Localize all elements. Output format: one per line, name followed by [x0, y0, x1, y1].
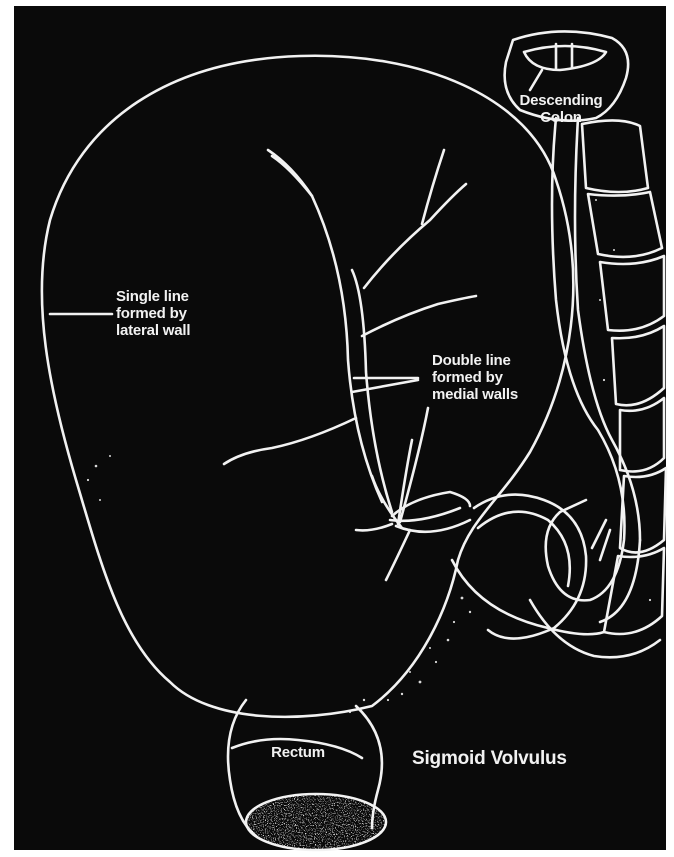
double-line-line-2: formed by: [432, 369, 582, 386]
rectum-text: Rectum: [248, 744, 348, 761]
figure-title: Sigmoid Volvulus: [412, 748, 632, 770]
double-line-line-1: Double line: [432, 352, 582, 369]
figure-title-text: Sigmoid Volvulus: [412, 748, 632, 770]
leader-double-line: [352, 378, 418, 392]
double-line-label: Double line formed by medial walls: [432, 352, 582, 403]
single-line-label: Single line formed by lateral wall: [116, 288, 256, 339]
single-line-line-2: formed by: [116, 305, 256, 322]
rectum-label: Rectum: [248, 744, 348, 761]
descending-colon-label: Descending Colon: [506, 92, 616, 126]
double-line-line-3: medial walls: [432, 386, 582, 403]
single-line-line-3: lateral wall: [116, 322, 256, 339]
leader-descending-colon: [530, 70, 542, 90]
descending-colon-line-1: Descending: [506, 92, 616, 109]
descending-colon-line-2: Colon: [506, 109, 616, 126]
single-line-line-1: Single line: [116, 288, 256, 305]
